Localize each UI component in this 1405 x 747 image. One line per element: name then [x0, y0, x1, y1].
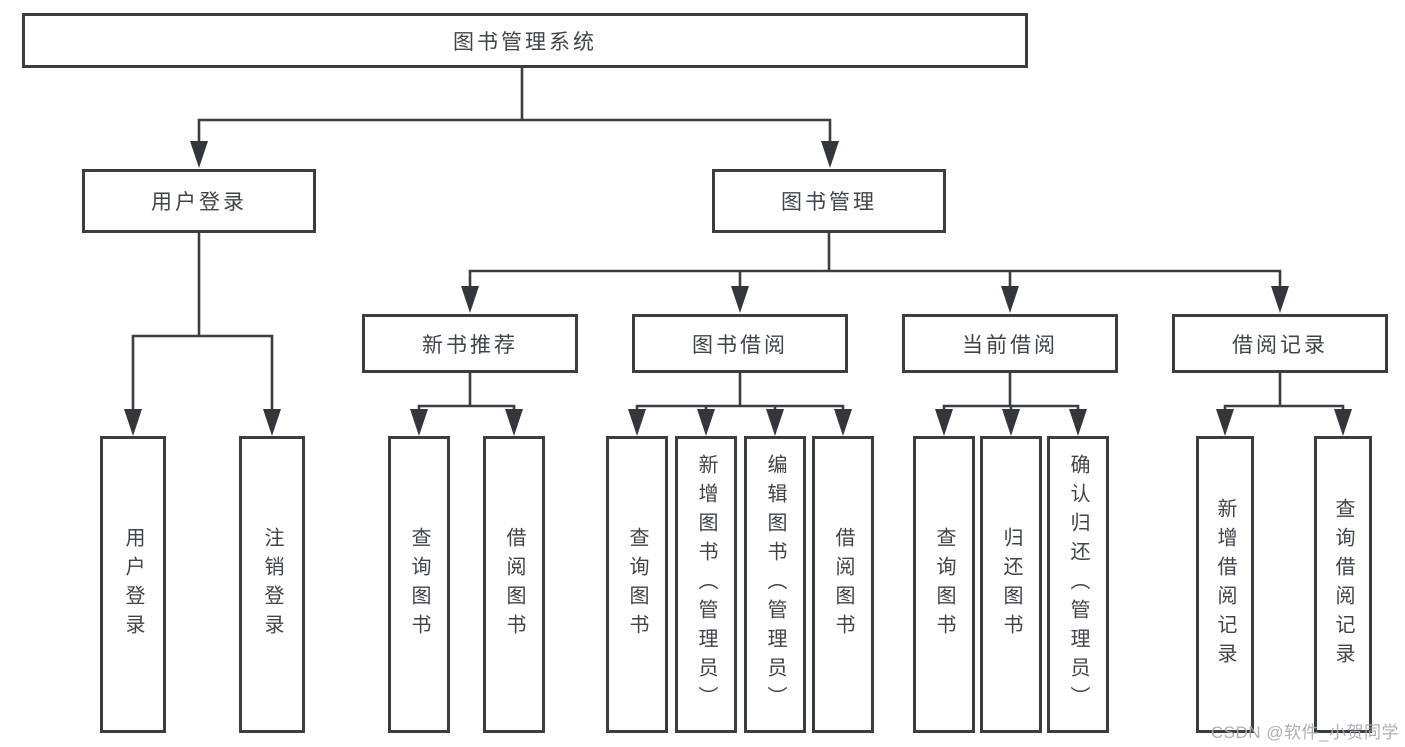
node-book-management-label: 图书管理 — [781, 191, 877, 214]
connector-new-book-recommend — [410, 371, 523, 436]
node-user-login-label: 用户登录 — [151, 191, 247, 214]
leaf-return-book: 归还图书 — [980, 436, 1042, 733]
node-book-borrow: 图书借阅 — [632, 314, 848, 373]
node-book-management: 图书管理 — [712, 169, 946, 233]
node-borrow-records-label: 借阅记录 — [1232, 333, 1328, 357]
connector-root — [190, 66, 839, 168]
arrowhead-icon — [1001, 286, 1019, 313]
arrowhead-icon — [834, 409, 852, 436]
connector-book-management — [461, 231, 1289, 313]
leaf-query-borrow-record: 查询借阅记录 — [1314, 436, 1372, 733]
node-new-book-recommend: 新书推荐 — [362, 314, 578, 373]
leaf-borrow-books-recommend: 借阅图书 — [483, 436, 545, 733]
leaf-edit-book-admin: 编辑图书（管理员） — [744, 436, 806, 733]
leaf-query-books-current-label: 查询图书 — [933, 526, 955, 643]
node-book-borrow-label: 图书借阅 — [692, 333, 788, 357]
leaf-query-books-recommend-label: 查询图书 — [408, 526, 430, 643]
node-user-login: 用户登录 — [82, 169, 316, 233]
connector-line — [197, 66, 832, 146]
node-borrow-records: 借阅记录 — [1172, 314, 1388, 373]
csdn-watermark: CSDN @软件_小贺同学 — [1210, 723, 1399, 742]
leaf-query-books-current: 查询图书 — [913, 436, 975, 733]
leaf-add-borrow-record-label: 新增借阅记录 — [1214, 497, 1236, 672]
arrowhead-icon — [263, 409, 281, 436]
arrowhead-icon — [1069, 409, 1087, 436]
arrowhead-icon — [821, 141, 839, 168]
arrowhead-icon — [1002, 409, 1020, 436]
leaf-add-borrow-record: 新增借阅记录 — [1196, 436, 1254, 733]
leaf-confirm-return-admin: 确认归还（管理员） — [1047, 436, 1109, 733]
leaf-borrow-books-recommend-label: 借阅图书 — [503, 526, 525, 643]
arrowhead-icon — [1216, 409, 1234, 436]
arrowhead-icon — [190, 141, 208, 168]
arrowhead-icon — [766, 409, 784, 436]
arrowhead-icon — [1334, 409, 1352, 436]
connector-line — [942, 371, 1080, 412]
leaf-confirm-return-admin-label: 确认归还（管理员） — [1067, 454, 1089, 715]
arrowhead-icon — [935, 409, 953, 436]
arrowhead-icon — [697, 409, 715, 436]
leaf-query-books-borrow-label: 查询图书 — [626, 526, 648, 643]
connector-book-borrow — [628, 371, 852, 436]
leaf-logout-label: 注销登录 — [261, 526, 283, 643]
leaf-user-login: 用户登录 — [100, 436, 166, 733]
leaf-query-books-borrow: 查询图书 — [606, 436, 668, 733]
connector-line — [131, 231, 274, 412]
leaf-add-book-admin: 新增图书（管理员） — [675, 436, 737, 733]
leaf-query-books-recommend: 查询图书 — [388, 436, 450, 733]
arrowhead-icon — [628, 409, 646, 436]
connector-borrow-records — [1216, 371, 1352, 436]
node-current-borrow: 当前借阅 — [902, 314, 1118, 373]
arrowhead-icon — [124, 409, 142, 436]
connector-line — [468, 231, 1282, 289]
arrowhead-icon — [505, 409, 523, 436]
connector-line — [1223, 371, 1345, 412]
leaf-borrow-books-label: 借阅图书 — [832, 526, 854, 643]
node-root: 图书管理系统 — [22, 13, 1028, 68]
node-new-book-recommend-label: 新书推荐 — [422, 333, 518, 357]
connector-user-login — [124, 231, 281, 436]
connector-line — [417, 371, 516, 412]
leaf-logout: 注销登录 — [239, 436, 305, 733]
leaf-user-login-label: 用户登录 — [122, 526, 144, 643]
connector-current-borrow — [935, 371, 1087, 436]
leaf-query-borrow-record-label: 查询借阅记录 — [1332, 497, 1354, 672]
leaf-add-book-admin-label: 新增图书（管理员） — [695, 454, 717, 715]
node-current-borrow-label: 当前借阅 — [962, 333, 1058, 357]
arrowhead-icon — [731, 286, 749, 313]
connector-line — [635, 371, 845, 412]
arrowhead-icon — [1271, 286, 1289, 313]
leaf-borrow-books: 借阅图书 — [812, 436, 874, 733]
arrowhead-icon — [410, 409, 428, 436]
leaf-return-book-label: 归还图书 — [1000, 526, 1022, 643]
leaf-edit-book-admin-label: 编辑图书（管理员） — [764, 454, 786, 715]
node-root-label: 图书管理系统 — [453, 30, 597, 54]
arrowhead-icon — [461, 286, 479, 313]
